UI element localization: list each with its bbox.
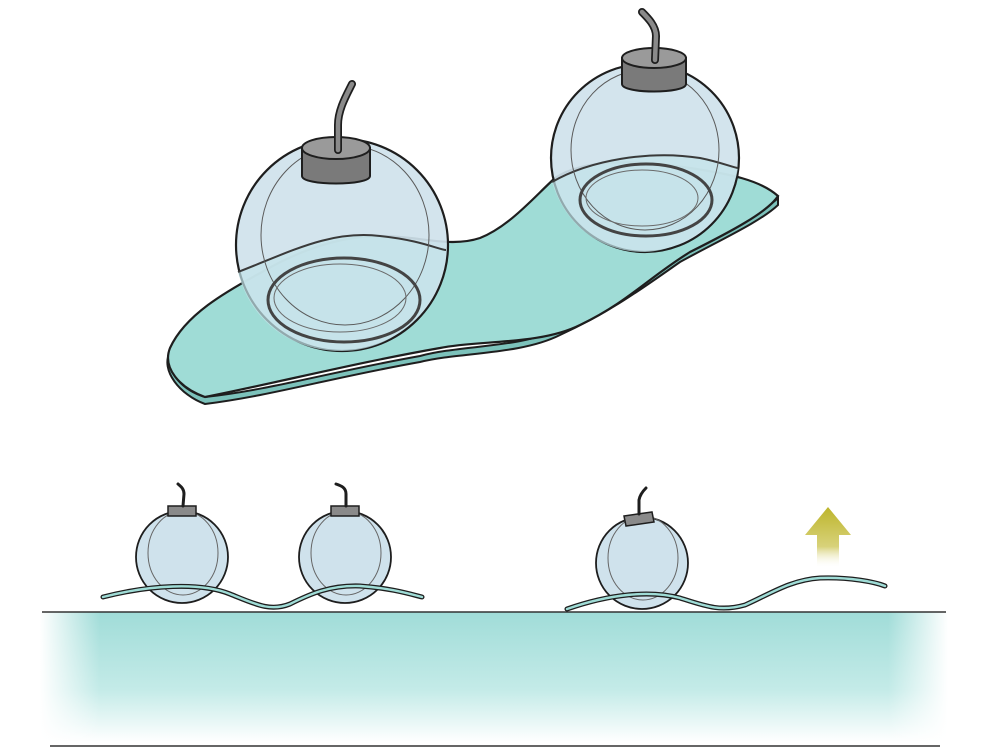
right-cup-group xyxy=(564,486,888,612)
left-cup-group xyxy=(100,482,425,610)
cup-lower-tint xyxy=(238,234,446,351)
arrow-up-icon xyxy=(805,507,851,568)
suction-cup-left xyxy=(234,80,450,353)
small-cup xyxy=(595,486,689,610)
cup-rim xyxy=(266,256,422,344)
ground-surface xyxy=(40,612,948,742)
top-panel xyxy=(166,8,780,406)
sheet-edge xyxy=(166,195,779,406)
suction-cup-right xyxy=(549,8,741,254)
bottom-panel xyxy=(40,482,948,747)
small-cup xyxy=(135,482,229,604)
cup-rim xyxy=(578,162,714,238)
small-cup xyxy=(298,482,392,604)
